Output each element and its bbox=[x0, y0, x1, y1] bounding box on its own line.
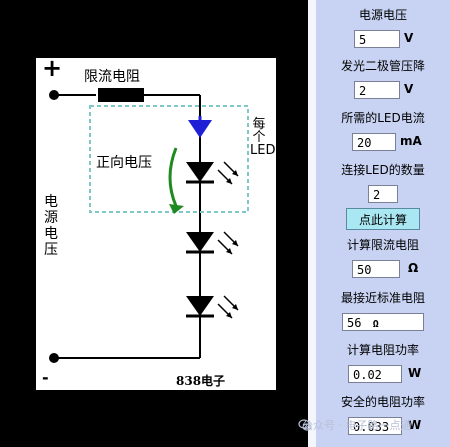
safe-power-row: 0.033 W bbox=[316, 417, 450, 439]
safe-power-label: 安全的电阻功率 bbox=[340, 395, 425, 409]
blue-arrow-icon bbox=[188, 120, 212, 138]
forward-voltage-label: 正向电压 bbox=[96, 155, 152, 171]
led-forward-voltage-input[interactable]: 2 bbox=[354, 81, 400, 99]
led-current-label: 所需的LED电流 bbox=[341, 111, 425, 125]
nearest-standard-unit: Ω bbox=[372, 319, 379, 330]
circuit-diagram: + 限流电阻 正向电压 每个LED 电源电压 - 838电子 bbox=[36, 54, 276, 390]
each-led-label: 每个LED bbox=[250, 117, 276, 158]
nearest-standard-value: 56 bbox=[347, 316, 362, 330]
resistor-power-label: 计算电阻功率 bbox=[346, 343, 419, 357]
supply-voltage-row: 5 V bbox=[316, 30, 450, 52]
resistor-symbol bbox=[98, 88, 144, 102]
plus-label: + bbox=[42, 54, 63, 82]
watermark-text: 公众号 · 电子路一点通 bbox=[302, 419, 412, 432]
resistor-result-field: 50 bbox=[352, 260, 400, 278]
resistor-power-field: 0.02 bbox=[348, 365, 402, 383]
supply-voltage-label: 电源电压 bbox=[44, 194, 58, 258]
safe-power-field: 0.033 bbox=[348, 417, 402, 435]
green-arrow-head-icon bbox=[169, 204, 184, 214]
led-current-row: 20 mA bbox=[316, 133, 450, 155]
supply-voltage-input[interactable]: 5 bbox=[354, 30, 400, 48]
calculator-panel: 电源电压 5 V 发光二极管压降 2 V 所需的LED电流 20 mA 连接LE… bbox=[316, 0, 450, 447]
led-count-input[interactable]: 2 bbox=[368, 185, 398, 203]
supply-voltage-label: 电源电压 bbox=[358, 8, 407, 22]
led-1 bbox=[186, 161, 239, 185]
minus-terminal bbox=[49, 353, 59, 363]
led-1-icon bbox=[186, 162, 214, 182]
led-count-row: 2 bbox=[316, 185, 450, 207]
resistor-label: 限流电阻 bbox=[84, 69, 140, 85]
led-2-icon bbox=[186, 232, 214, 252]
resistor-power-unit: W bbox=[408, 366, 422, 380]
led-current-input[interactable]: 20 bbox=[352, 133, 396, 151]
nearest-standard-field: 56 Ω bbox=[342, 313, 424, 331]
minus-label: - bbox=[42, 368, 49, 387]
led-3 bbox=[186, 295, 239, 319]
supply-voltage-unit: V bbox=[404, 31, 414, 45]
led-forward-voltage-unit: V bbox=[404, 82, 414, 96]
brand-mark: 838电子 bbox=[176, 374, 226, 388]
nearest-standard-row: 56 Ω bbox=[316, 313, 450, 335]
led-forward-voltage-row: 2 V bbox=[316, 81, 450, 103]
green-arrow-curve bbox=[168, 147, 178, 207]
wechat-icon bbox=[298, 419, 312, 431]
led-forward-voltage-label: 发光二极管压降 bbox=[340, 59, 425, 73]
led-2 bbox=[186, 231, 239, 255]
led-highlight-box bbox=[89, 105, 249, 213]
resistor-result-unit: Ω bbox=[408, 261, 419, 275]
nearest-standard-label: 最接近标准电阻 bbox=[340, 291, 425, 305]
plus-terminal bbox=[49, 90, 59, 100]
resistor-power-row: 0.02 W bbox=[316, 365, 450, 387]
led-count-label: 连接LED的数量 bbox=[341, 163, 425, 177]
led-3-icon bbox=[186, 296, 214, 316]
pane-divider bbox=[308, 0, 316, 447]
diagram-pane: + 限流电阻 正向电压 每个LED 电源电压 - 838电子 bbox=[36, 54, 276, 390]
safe-power-unit: W bbox=[408, 418, 422, 432]
resistor-result-label: 计算限流电阻 bbox=[346, 238, 419, 252]
resistor-result-row: 50 Ω bbox=[316, 260, 450, 282]
led-current-unit: mA bbox=[400, 134, 422, 148]
calculate-button[interactable]: 点此计算 bbox=[346, 208, 420, 230]
circuit-drawing bbox=[49, 88, 249, 363]
